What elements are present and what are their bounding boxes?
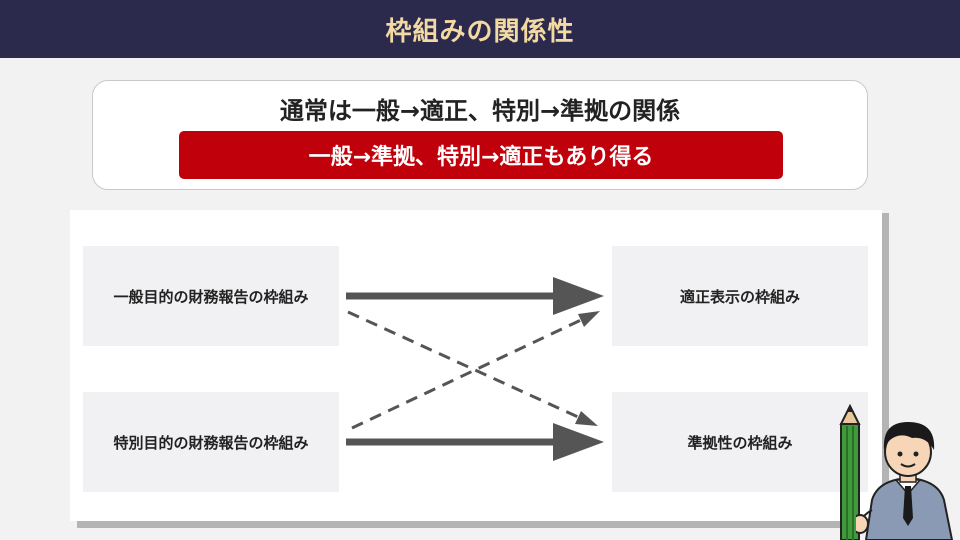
pencil-icon bbox=[839, 404, 861, 540]
note-normal-relation: 通常は一般→適正、特別→準拠の関係 bbox=[279, 97, 681, 125]
header-bar: 枠組みの関係性 bbox=[0, 0, 960, 58]
node-fair-presentation: 適正表示の枠組み bbox=[612, 246, 868, 346]
arrow-special-to-fair bbox=[351, 318, 582, 430]
page-title: 枠組みの関係性 bbox=[385, 16, 575, 47]
node-general-purpose: 一般目的の財務報告の枠組み bbox=[83, 246, 339, 346]
note-highlight-banner: 一般→準拠、特別→適正もあり得る bbox=[179, 131, 783, 179]
arrowhead-general-to-compliance bbox=[575, 411, 598, 426]
businessman-illustration bbox=[856, 422, 954, 540]
node-compliance: 準拠性の枠組み bbox=[612, 392, 868, 492]
note-box: 通常は一般→適正、特別→準拠の関係 一般→準拠、特別→適正もあり得る bbox=[92, 80, 868, 190]
arrowhead-general-to-fair bbox=[553, 277, 604, 315]
arrow-general-to-compliance bbox=[347, 310, 579, 419]
arrowhead-special-to-fair bbox=[578, 311, 600, 327]
node-special-purpose: 特別目的の財務報告の枠組み bbox=[83, 392, 339, 492]
arrowhead-special-to-compliance bbox=[553, 423, 604, 461]
